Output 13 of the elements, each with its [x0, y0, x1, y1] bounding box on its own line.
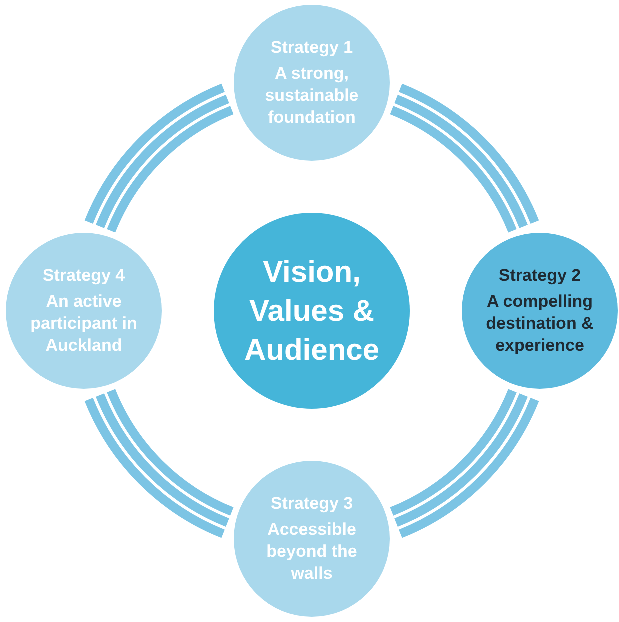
ring-arc: [84, 84, 234, 233]
strategy-title: Strategy 4: [42, 264, 126, 287]
circle-text: Vision, Values & Audience: [243, 254, 381, 368]
circle-text: A compelling destination & experience: [485, 290, 595, 358]
circle-text: A strong, sustainable foundation: [264, 62, 360, 130]
ring-arc: [390, 84, 540, 233]
circle-text: An active participant in Auckland: [30, 290, 138, 358]
strategy-title: Strategy 2: [498, 264, 582, 287]
circle-text: Accessible beyond the walls: [266, 518, 358, 586]
ring-arc: [84, 389, 234, 538]
strategy-title: Strategy 3: [270, 492, 354, 515]
ring-arc: [390, 389, 540, 538]
strategy-title: Strategy 1: [270, 36, 354, 59]
